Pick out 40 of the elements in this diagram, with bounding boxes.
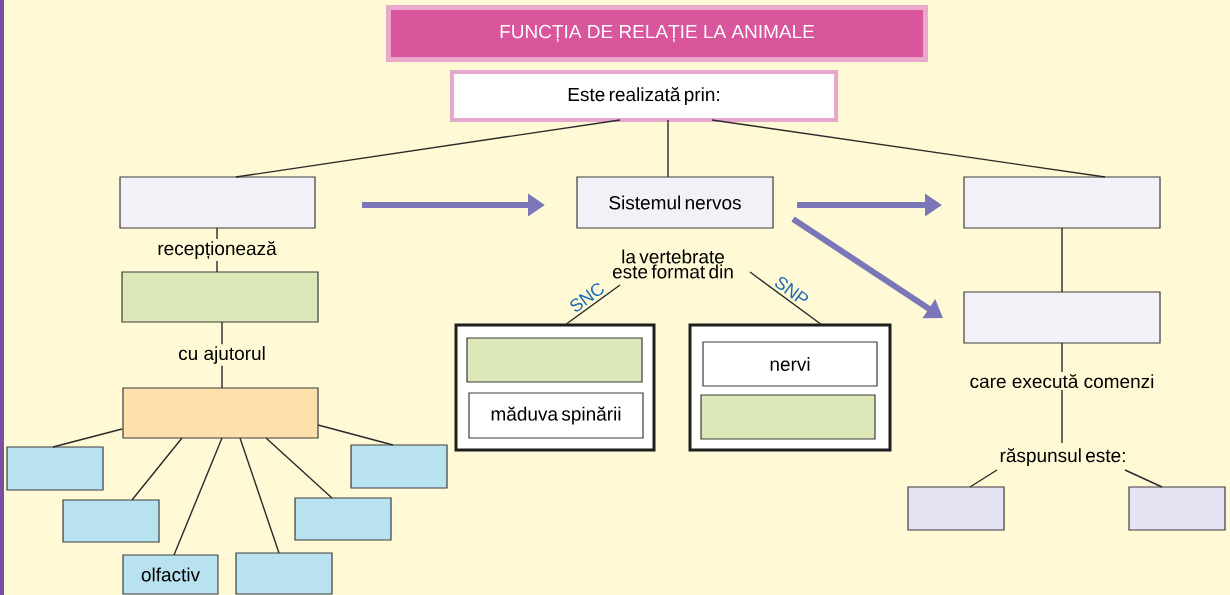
answer-box <box>466 337 643 383</box>
answer-box <box>294 497 392 541</box>
text-box: Este realizată prin: <box>450 70 838 122</box>
connector-line <box>969 469 998 488</box>
connector-line <box>564 284 621 326</box>
title-banner: FUNCȚIA DE RELAȚIE LA ANIMALE <box>386 5 928 62</box>
answer-box <box>6 446 104 491</box>
edge-label: cu ajutorul <box>176 344 268 366</box>
connector-line <box>131 437 183 501</box>
answer-box <box>121 271 319 323</box>
text-box: măduva spinării <box>468 392 644 439</box>
connector-line <box>1124 469 1163 488</box>
connector-line <box>239 437 280 554</box>
connector-line <box>317 424 394 446</box>
answer-box <box>700 394 876 440</box>
connector-line <box>235 119 621 178</box>
connector-line <box>711 119 1106 178</box>
answer-box <box>122 387 319 439</box>
connector-line <box>173 437 223 556</box>
connector-line <box>749 271 823 326</box>
text-box: nervi <box>702 341 878 387</box>
answer-box <box>963 176 1161 229</box>
connector-line <box>52 428 123 448</box>
edge-label: SNC <box>570 283 604 312</box>
edge-label: recepționează <box>155 239 279 261</box>
answer-box <box>62 499 160 543</box>
text-label: la vertebrate este format din <box>612 249 733 279</box>
answer-box <box>963 291 1161 344</box>
answer-box <box>235 552 333 595</box>
edge-label: SNP <box>775 276 809 302</box>
text-label: răspunsul este: <box>1000 448 1125 466</box>
connector-line <box>667 119 669 178</box>
connector-line <box>265 437 333 499</box>
process-box: Sistemul nervos <box>576 176 774 229</box>
connector-line <box>1061 227 1063 293</box>
answer-box <box>350 444 448 489</box>
answer-box <box>907 486 1005 531</box>
answer-box <box>1128 486 1226 531</box>
text-box: olfactiv <box>122 554 219 595</box>
answer-box <box>119 176 316 229</box>
